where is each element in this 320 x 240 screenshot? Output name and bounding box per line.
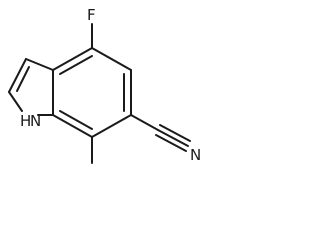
bond-c3a-c3 (25, 58, 54, 71)
bond-c7-c7a (52, 114, 93, 138)
bond-c7-c7a-double (59, 110, 93, 130)
bond-nitrile-triple-lower (155, 134, 187, 152)
nitrile-nitrogen-label: N (190, 146, 201, 164)
bond-nitrile-triple-center (157, 129, 189, 147)
bond-c3a-c4 (52, 47, 93, 71)
fluorine-atom-label: F (87, 6, 96, 24)
bond-c4-c5 (91, 47, 132, 71)
bond-c3-c2-double (16, 66, 30, 92)
bond-c6-nitrile-c (130, 114, 159, 131)
nh-nitrogen-label: N (30, 112, 41, 130)
bond-nitrile-triple-upper (159, 124, 191, 142)
bond-c3a-c4-double (59, 55, 93, 75)
bond-c3-c2 (8, 58, 27, 93)
nh-hydrogen-label: H (20, 112, 31, 130)
structure-diagram: F H N N (8, 6, 201, 164)
bond-c6-c7 (91, 114, 132, 138)
bond-c2-n1 (8, 91, 23, 112)
